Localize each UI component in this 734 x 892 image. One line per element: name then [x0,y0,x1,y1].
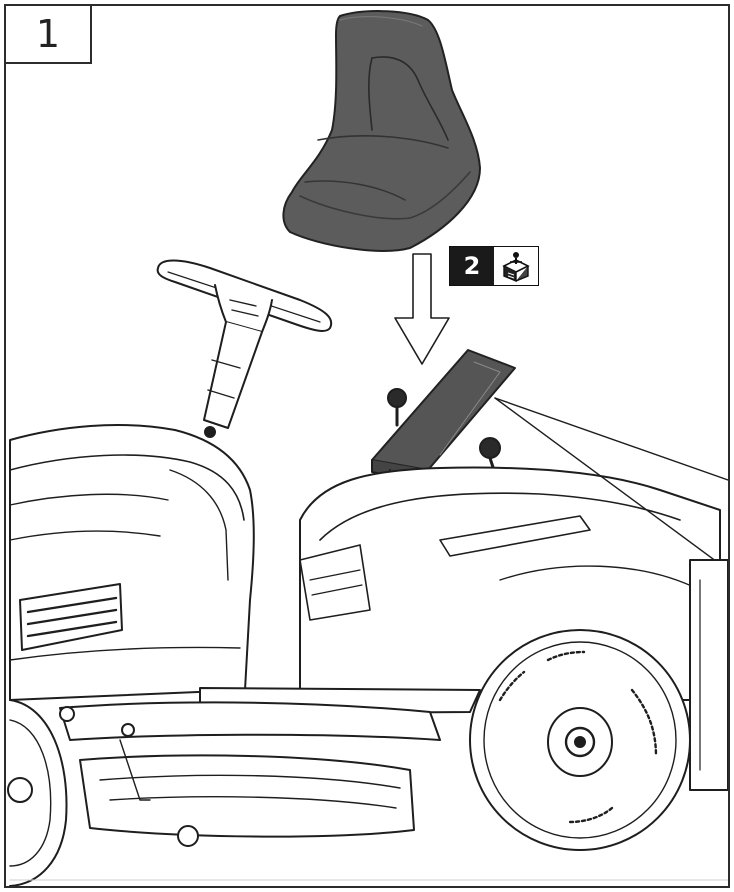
accessory-callout-badge: 2 [449,246,539,286]
down-arrow-icon [394,253,450,365]
diagram-frame [4,4,730,888]
front-wheel [7,699,68,886]
mower-hood [9,424,255,701]
rear-wheel [469,629,691,851]
callout-lines [494,397,728,571]
callout-number: 2 [450,247,494,285]
steering-wheel [156,259,333,438]
seat [282,10,481,252]
box-with-accessory-icon [494,247,538,285]
rear-panel [689,559,728,791]
mower-deck [59,687,481,847]
step-number: 1 [35,12,61,56]
step-number-box: 1 [6,6,92,64]
